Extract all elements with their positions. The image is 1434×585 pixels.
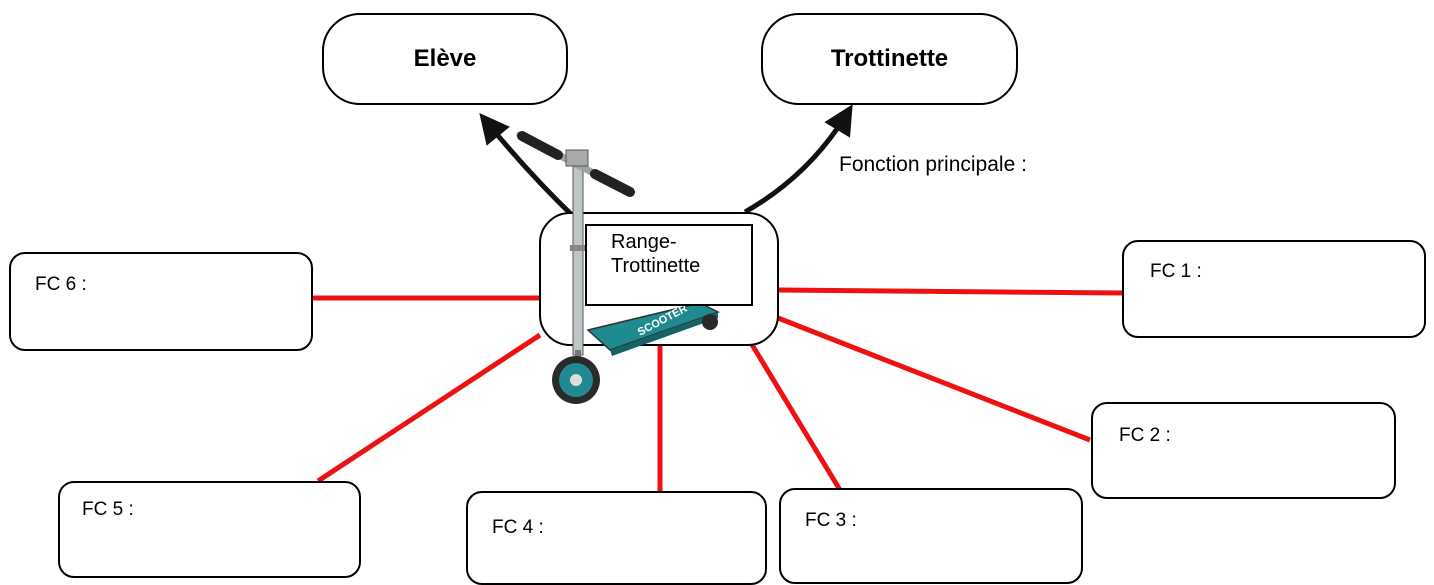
line-fc2 [777,315,1091,443]
center-label-line2: Trottinette [611,255,701,277]
fc6-box[interactable]: FC 6 : [9,252,313,351]
actor-eleve-label: Elève [413,45,477,72]
arrow-to-trottinette [743,104,853,215]
fc2-box[interactable]: FC 2 : [1091,402,1396,499]
fc5-label: FC 5 : [82,499,134,520]
line-fc5 [316,332,542,484]
actor-trottinette: Trottinette [761,13,1018,105]
actor-trottinette-label: Trottinette [830,45,949,72]
scooter-illustration: SCOOTER [516,131,720,404]
fc4-box[interactable]: FC 4 : [466,491,767,585]
arrow-to-eleve [479,113,577,220]
fc3-label: FC 3 : [805,510,857,531]
fc1-label: FC 1 : [1150,261,1202,282]
fc1-box[interactable]: FC 1 : [1122,240,1426,338]
center-label: Range- Trottinette [585,224,753,306]
center-label-line1: Range- [611,231,677,253]
fc4-label: FC 4 : [492,517,544,538]
line-fc3 [745,336,843,492]
fc6-label: FC 6 : [35,274,87,295]
fc2-label: FC 2 : [1119,425,1171,446]
fc5-box[interactable]: FC 5 : [58,481,361,578]
fc3-box[interactable]: FC 3 : [779,488,1083,584]
actor-eleve: Elève [322,13,568,105]
main-function-label: Fonction principale : [839,153,1027,176]
line-fc1 [777,287,1124,296]
